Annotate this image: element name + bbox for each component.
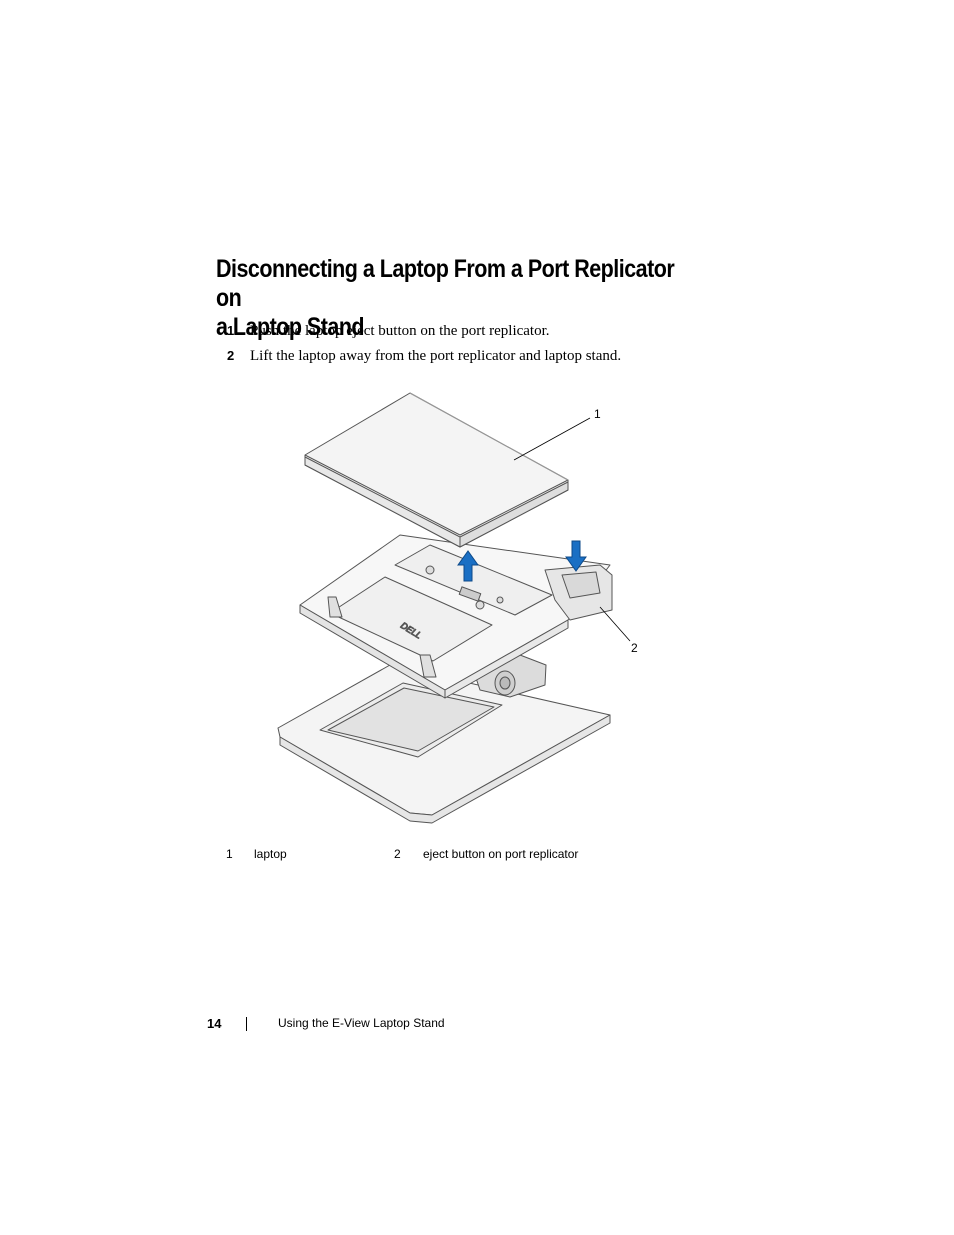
callout-label-1: 1 [594,407,601,421]
step-1-text: Push the laptop eject button on the port… [250,323,550,339]
step-2-number: 2 [227,348,235,363]
section-heading: Disconnecting a Laptop From a Port Repli… [216,255,698,342]
legend-label-2: eject button on port replicator [423,847,579,861]
legend-number-1: 1 [226,847,233,861]
illustration-drawing: DELL [277,392,631,824]
laptop-top [304,392,569,548]
replicator-logo-panel [329,576,493,662]
callout-line-1 [513,417,591,461]
legend-label-1: laptop [254,847,287,861]
legend-number-2: 2 [394,847,401,861]
callout-label-2: 2 [631,641,638,655]
step-2-text: Lift the laptop away from the port repli… [250,348,622,364]
push-arrow-icon [565,540,587,572]
section-heading-line1: Disconnecting a Laptop From a Port Repli… [216,255,675,312]
lift-arrow-icon [457,550,479,582]
laptop-stand-illustration: DELL 1 2 [270,385,650,825]
chapter-title: Using the E-View Laptop Stand [278,1016,445,1030]
step-1-number: 1 [227,323,235,338]
footer-divider [246,1017,247,1031]
section-heading-line2: a Laptop Stand [216,313,365,341]
page-number: 14 [207,1016,222,1031]
callout-line-2 [599,606,631,642]
